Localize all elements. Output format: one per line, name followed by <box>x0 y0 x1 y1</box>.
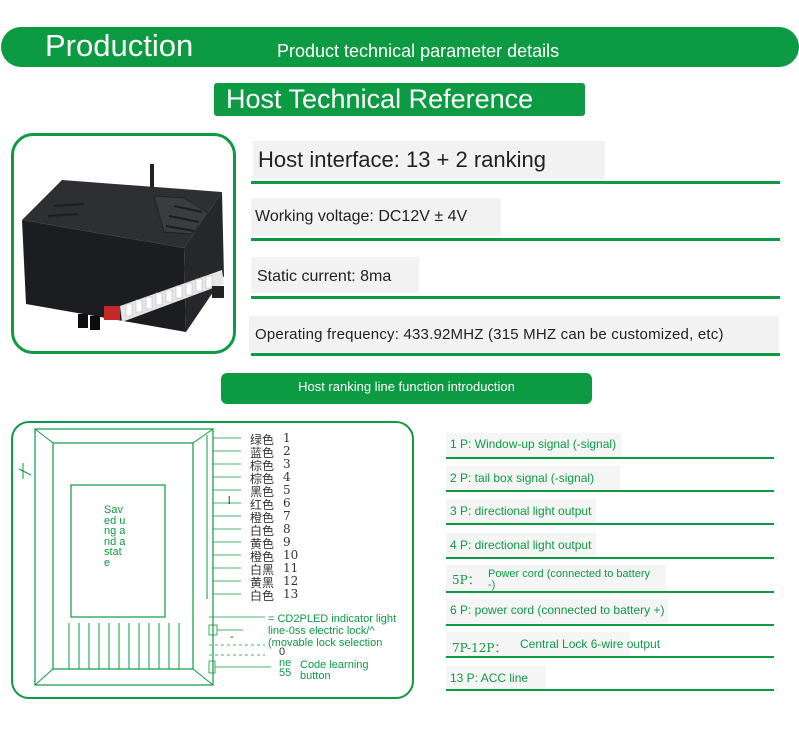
function-box-5 <box>446 565 666 591</box>
led-indicator-line-2: line-0ss electric lock/^ <box>268 625 375 637</box>
function-box-2 <box>446 466 620 490</box>
diagram-mark-55: 55 <box>279 667 292 679</box>
wire-number-3: 3 <box>283 457 291 471</box>
spec-host-interface: Host interface: 13 + 2 ranking <box>258 147 546 172</box>
page-title: Production <box>45 28 194 63</box>
function-5-cont: -) <box>488 579 496 591</box>
wire-color-3: 棕色 <box>250 459 275 473</box>
function-box-6 <box>446 599 668 623</box>
wire-color-5: 黑色 <box>250 485 275 499</box>
function-divider-4 <box>446 557 774 559</box>
spec-operating-frequency: Operating frequency: 433.92MHZ (315 MHZ … <box>255 326 724 343</box>
wire-color-6: 红色 <box>250 498 275 512</box>
function-2: 2 P: tail box signal (-signal) <box>450 471 595 485</box>
wire-number-6: 6 <box>283 496 291 510</box>
spec-divider-3 <box>251 296 780 299</box>
wire-color-2: 蓝色 <box>250 446 275 460</box>
wire-number-9: 9 <box>283 535 291 549</box>
code-learning-label-2: button <box>300 670 331 682</box>
function-3: 3 P: directional light output <box>450 504 592 518</box>
function-6: 6 P: power cord (connected to battery +) <box>450 603 665 617</box>
spec-divider-4 <box>251 353 780 356</box>
function-7: Central Lock 6-wire output <box>520 637 661 651</box>
function-8: 13 P: ACC line <box>450 671 529 685</box>
wire-number-5: 5 <box>283 483 291 497</box>
function-box-8 <box>446 666 546 690</box>
function-1: 1 P: Window-up signal (-signal) <box>450 437 617 451</box>
product-image-frame <box>11 133 236 354</box>
wire-color-7: 橙色 <box>250 511 275 525</box>
wire-color-11: 白黑 <box>250 563 275 577</box>
code-learning-label-1: Code learning <box>300 659 369 671</box>
wire-color-1: 绿色 <box>250 433 275 447</box>
wire-number-10: 10 <box>283 548 299 562</box>
wire-number-11: 11 <box>283 561 299 575</box>
page-subtitle: Product technical parameter details <box>277 41 560 61</box>
function-box-7 <box>446 632 630 656</box>
function-5: Power cord (connected to battery <box>488 568 651 580</box>
spec-row-bg-2 <box>251 198 501 236</box>
function-divider-1 <box>446 457 774 459</box>
wire-number-1: 1 <box>283 431 291 445</box>
function-divider-3 <box>446 523 774 525</box>
wire-number-4: 4 <box>283 470 291 484</box>
function-divider-7 <box>446 656 774 658</box>
diagram-mark-ne: ne <box>279 657 292 669</box>
wire-color-13: 白色 <box>250 589 275 603</box>
spec-row-bg-4 <box>249 316 779 352</box>
wire-number-2: 2 <box>283 444 291 458</box>
section-pill-host-reference <box>214 83 585 116</box>
function-5-prefix: 5P： <box>452 573 480 587</box>
function-box-1 <box>446 433 622 457</box>
diagram-mark-dash: - <box>230 631 234 643</box>
section-pill-line-intro <box>221 373 592 404</box>
function-divider-8 <box>446 689 774 691</box>
function-divider-6 <box>446 624 774 626</box>
led-indicator-line-3: (movable lock selection <box>268 637 383 649</box>
function-divider-2 <box>446 490 774 492</box>
wire-color-4: 棕色 <box>250 472 275 486</box>
diagram-mark-i: l <box>228 495 231 507</box>
diagram-mark-o: 0 <box>279 646 286 658</box>
spec-row-bg-1 <box>253 141 605 179</box>
product-image <box>22 164 224 332</box>
wire-color-12: 黄黑 <box>250 576 275 590</box>
header-banner <box>1 27 799 67</box>
spec-row-bg-3 <box>251 257 419 293</box>
section-title-host-reference: Host Technical Reference <box>226 84 534 114</box>
chip-vertical-text: Saved ung and a state <box>104 504 126 569</box>
spec-working-voltage: Working voltage: DC12V ± 4V <box>255 208 468 225</box>
led-indicator-line-1: = CD2PLED indicator light <box>268 613 397 625</box>
wire-color-8: 白色 <box>250 524 275 538</box>
section-title-line-intro: Host ranking line function introduction <box>298 379 515 394</box>
function-7-prefix: 7P-12P： <box>452 641 507 655</box>
function-box-4 <box>446 533 596 557</box>
wire-number-13: 13 <box>283 587 299 601</box>
spec-divider-1 <box>251 181 780 184</box>
function-box-3 <box>446 499 596 523</box>
function-divider-5 <box>446 591 774 593</box>
spec-static-current: Static current: 8ma <box>257 268 392 285</box>
wire-color-10: 橙色 <box>250 550 275 564</box>
function-4: 4 P: directional light output <box>450 538 592 552</box>
wire-number-7: 7 <box>283 509 291 523</box>
wire-number-12: 12 <box>283 574 299 588</box>
wire-color-9: 黄色 <box>250 537 275 551</box>
wiring-diagram-drawing <box>18 428 271 686</box>
wire-number-8: 8 <box>283 522 291 536</box>
spec-divider-2 <box>251 238 780 241</box>
